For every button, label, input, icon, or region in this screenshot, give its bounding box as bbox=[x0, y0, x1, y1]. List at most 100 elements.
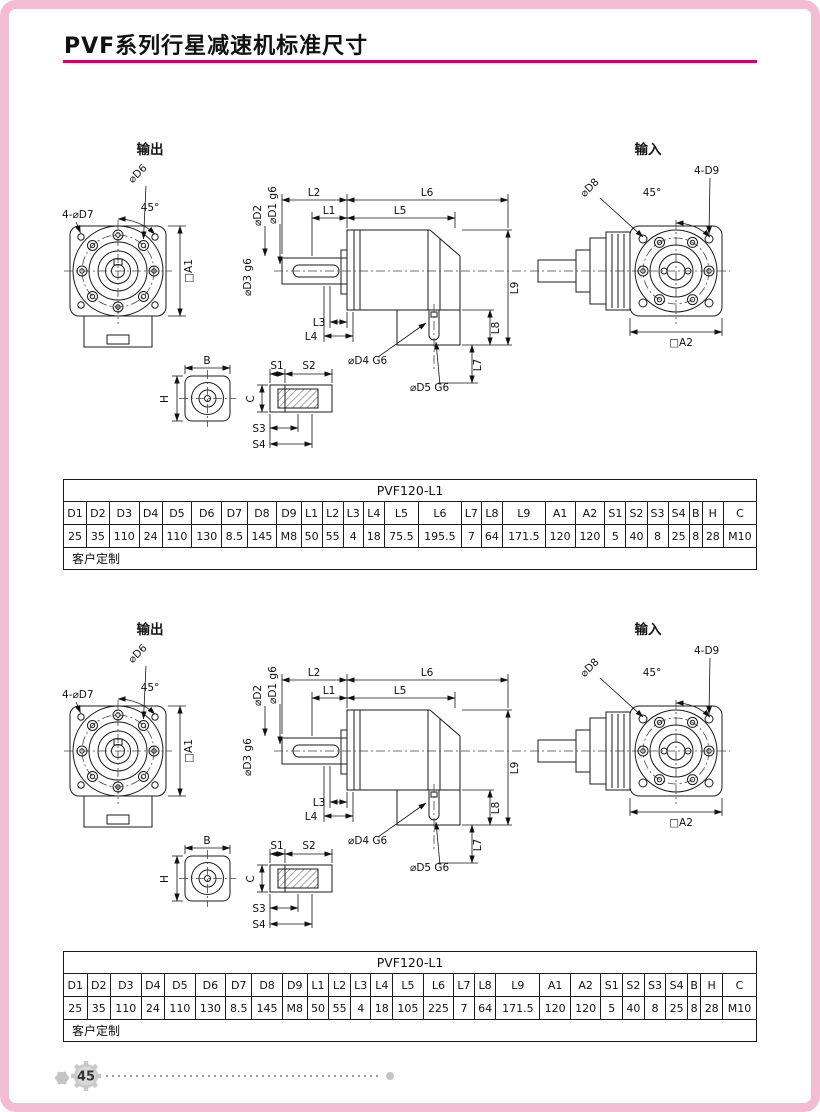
header-cell: L5 bbox=[392, 973, 424, 997]
dimension-lines bbox=[75, 177, 723, 448]
page-number-gear-icon: 45 bbox=[71, 1061, 101, 1091]
value-cell: 8.5 bbox=[225, 996, 253, 1020]
header-cell: H bbox=[701, 501, 724, 525]
header-cell: B bbox=[686, 973, 702, 997]
dim-label-s1: S1 bbox=[270, 840, 283, 852]
value-cell: 145 bbox=[246, 524, 278, 548]
value-cell: 28 bbox=[701, 524, 724, 548]
value-cell: 18 bbox=[370, 996, 394, 1020]
dim-label-l1: L1 bbox=[323, 685, 336, 697]
value-cell: 105 bbox=[392, 996, 424, 1020]
drawing-section-1: 输出 ⌀D6 45° 4-⌀D7 □A1 ⌀D2 ⌀D1 g6 ⌀D3 g6 L… bbox=[60, 138, 760, 473]
value-cell: 28 bbox=[700, 996, 724, 1020]
detail-views bbox=[179, 850, 333, 907]
dim-label-d2: ⌀D2 bbox=[252, 685, 264, 706]
value-cell: 195.5 bbox=[417, 524, 462, 548]
dimension-labels: 输出 ⌀D6 45° 4-⌀D7 □A1 ⌀D2 ⌀D1 g6 ⌀D3 g6 L… bbox=[62, 141, 719, 451]
dim-label-4d9: 4-D9 bbox=[694, 165, 719, 177]
header-cell: L3 bbox=[349, 973, 372, 997]
dim-label-l3: L3 bbox=[313, 317, 326, 329]
dim-label-s3: S3 bbox=[252, 423, 265, 435]
value-cell: 8 bbox=[643, 996, 667, 1020]
value-cell: 55 bbox=[321, 524, 344, 548]
output-label: 输出 bbox=[137, 141, 164, 158]
dim-label-45deg-rear: 45° bbox=[643, 187, 662, 199]
value-cell: 35 bbox=[86, 996, 112, 1020]
header-cell: L7 bbox=[453, 973, 475, 997]
table-footer-custom: 客户定制 bbox=[63, 1019, 757, 1042]
value-cell: 40 bbox=[622, 996, 645, 1020]
page-footer: 45 bbox=[52, 1056, 412, 1100]
header-cell: L1 bbox=[300, 501, 323, 525]
dim-label-s2: S2 bbox=[302, 360, 315, 372]
header-cell: L7 bbox=[460, 501, 482, 525]
header-cell: D9 bbox=[281, 973, 308, 997]
header-cell: L8 bbox=[473, 973, 497, 997]
dim-label-d5: ⌀D5 G6 bbox=[410, 862, 450, 874]
header-cell: L4 bbox=[370, 973, 394, 997]
value-cell: 24 bbox=[138, 524, 163, 548]
value-cell: 25 bbox=[63, 524, 87, 548]
dim-label-45deg-rear: 45° bbox=[643, 667, 662, 679]
dim-label-s2: S2 bbox=[302, 840, 315, 852]
value-cell: 35 bbox=[85, 524, 110, 548]
table-title: PVF120-L1 bbox=[63, 479, 757, 502]
value-cell: 8.5 bbox=[221, 524, 248, 548]
value-cell: 5 bbox=[600, 996, 624, 1020]
dim-label-l4: L4 bbox=[305, 331, 318, 343]
value-cell: 64 bbox=[473, 996, 497, 1020]
dim-label-d8: ⌀D8 bbox=[578, 176, 601, 199]
header-cell: A1 bbox=[544, 501, 576, 525]
dim-label-s4: S4 bbox=[252, 439, 266, 451]
dim-label-d3: ⌀D3 g6 bbox=[242, 258, 254, 296]
value-cell: 40 bbox=[625, 524, 648, 548]
value-cell: 110 bbox=[161, 524, 193, 548]
value-cell: 145 bbox=[251, 996, 283, 1020]
header-cell: S1 bbox=[600, 973, 624, 997]
value-cell: 50 bbox=[300, 524, 323, 548]
value-cell: 50 bbox=[306, 996, 330, 1020]
dim-label-l7: L7 bbox=[472, 839, 484, 852]
rear-view bbox=[530, 700, 730, 804]
value-cell: 120 bbox=[569, 996, 602, 1020]
header-cell: D3 bbox=[108, 501, 140, 525]
rear-view bbox=[530, 220, 730, 324]
value-cell: 130 bbox=[191, 524, 223, 548]
front-view bbox=[64, 220, 172, 348]
dim-label-d6: ⌀D6 bbox=[126, 162, 150, 186]
dim-label-a1: □A1 bbox=[183, 739, 195, 763]
header-cell: D8 bbox=[251, 973, 283, 997]
header-cell: L6 bbox=[422, 973, 455, 997]
header-cell: D3 bbox=[110, 973, 142, 997]
dim-label-l4: L4 bbox=[305, 811, 318, 823]
dim-label-d4: ⌀D4 G6 bbox=[348, 835, 388, 847]
dim-label-l9: L9 bbox=[509, 762, 521, 775]
front-view bbox=[64, 700, 172, 828]
detail-views bbox=[179, 370, 333, 427]
dim-label-d1: ⌀D1 g6 bbox=[267, 186, 279, 224]
value-cell: 130 bbox=[194, 996, 227, 1020]
dim-label-a1: □A1 bbox=[183, 259, 195, 283]
page-title: PVF系列行星减速机标准尺寸 bbox=[64, 34, 369, 59]
dim-label-4d9: 4-D9 bbox=[694, 645, 719, 657]
dim-label-a2: □A2 bbox=[669, 337, 693, 349]
header-cell: L4 bbox=[362, 501, 385, 525]
value-cell: 171.5 bbox=[495, 996, 541, 1020]
value-cell: 8 bbox=[646, 524, 669, 548]
dim-label-45deg-front: 45° bbox=[141, 682, 160, 694]
dim-label-d3: ⌀D3 g6 bbox=[242, 738, 254, 776]
header-cell: D6 bbox=[194, 973, 227, 997]
value-cell: 4 bbox=[349, 996, 372, 1020]
value-cell: 110 bbox=[108, 524, 140, 548]
value-cell: M10 bbox=[722, 524, 758, 548]
header-cell: L1 bbox=[306, 973, 330, 997]
header-cell: H bbox=[700, 973, 724, 997]
dim-label-h: H bbox=[159, 395, 171, 403]
dim-label-d8: ⌀D8 bbox=[578, 656, 601, 679]
value-cell: 8 bbox=[688, 524, 703, 548]
header-cell: D7 bbox=[221, 501, 248, 525]
dim-label-d4: ⌀D4 G6 bbox=[348, 355, 388, 367]
